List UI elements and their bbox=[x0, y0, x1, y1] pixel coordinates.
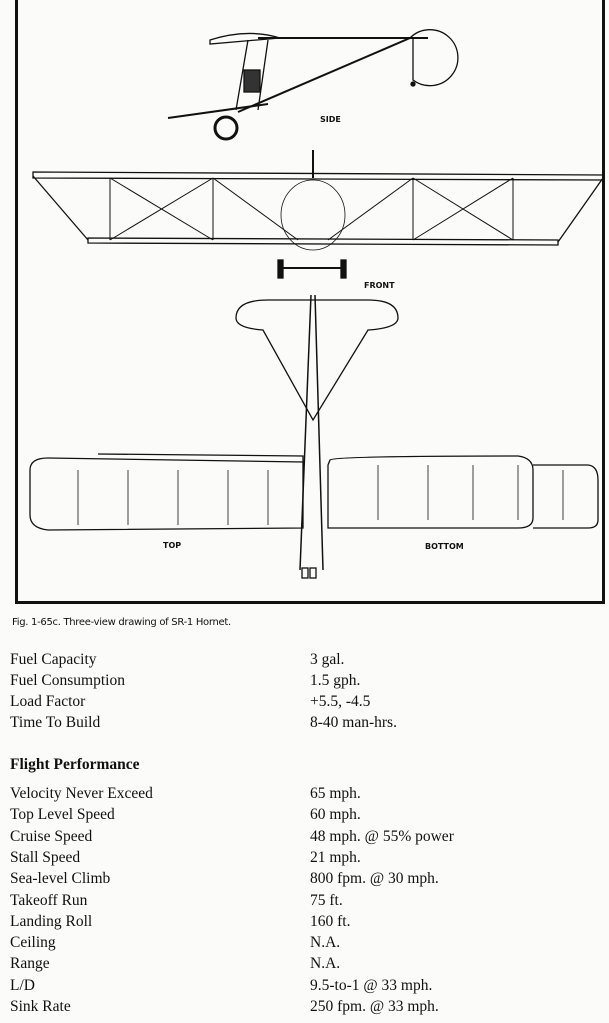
performance-row: Top Level Speed 60 mph. bbox=[10, 806, 361, 824]
spec-label: Time To Build bbox=[10, 714, 101, 731]
spec-value: 8-40 man-hrs. bbox=[310, 714, 397, 731]
performance-label: Ceiling bbox=[10, 934, 56, 952]
spec-label: Fuel Capacity bbox=[10, 651, 97, 668]
spec-value: +5.5, -4.5 bbox=[310, 693, 371, 710]
performance-value: N.A. bbox=[310, 934, 341, 952]
section-heading: Flight Performance bbox=[10, 756, 140, 773]
performance-value: 160 ft. bbox=[310, 912, 351, 930]
figure-frame bbox=[15, 0, 605, 604]
performance-value: 21 mph. bbox=[310, 848, 361, 866]
performance-value: 800 fpm. @ 30 mph. bbox=[310, 870, 439, 888]
performance-label: L/D bbox=[10, 976, 35, 994]
performance-label: Stall Speed bbox=[10, 848, 81, 866]
spec-label: Load Factor bbox=[10, 693, 86, 710]
spec-row: Time To Build 8-40 man-hrs. bbox=[10, 714, 397, 732]
performance-row: Sink Rate 250 fpm. @ 33 mph. bbox=[10, 998, 439, 1016]
top-bottom-view: TOP BOTTOM bbox=[29, 294, 599, 579]
spec-row: Fuel Consumption 1.5 gph. bbox=[10, 672, 360, 690]
performance-value: 65 mph. bbox=[310, 785, 361, 802]
performance-value: 48 mph. @ 55% power bbox=[310, 827, 454, 845]
performance-row: Sea-level Climb 800 fpm. @ 30 mph. bbox=[10, 870, 439, 888]
performance-value: 9.5-to-1 @ 33 mph. bbox=[310, 976, 433, 994]
spec-row: Fuel Capacity 3 gal. bbox=[10, 651, 344, 669]
front-label: FRONT bbox=[364, 281, 395, 290]
figure-caption: Fig. 1-65c. Three-view drawing of SR-1 H… bbox=[12, 617, 231, 628]
performance-row: Takeoff Run 75 ft. bbox=[10, 891, 343, 910]
performance-row: Landing Roll 160 ft. bbox=[10, 912, 350, 931]
spec-row: Load Factor +5.5, -4.5 bbox=[10, 693, 370, 711]
performance-row: Velocity Never Exceed 65 mph. bbox=[10, 785, 361, 803]
performance-row: Ceiling N.A. bbox=[10, 934, 340, 952]
bottom-label: BOTTOM bbox=[425, 542, 464, 551]
front-view: FRONT bbox=[32, 150, 604, 290]
performance-value: N.A. bbox=[310, 955, 341, 973]
performance-value: 60 mph. bbox=[310, 806, 361, 824]
performance-row: Cruise Speed 48 mph. @ 55% power bbox=[10, 827, 454, 846]
performance-label: Top Level Speed bbox=[10, 806, 115, 824]
spec-value: 1.5 gph. bbox=[310, 672, 361, 689]
performance-row: L/D 9.5-to-1 @ 33 mph. bbox=[10, 976, 432, 995]
performance-label: Cruise Speed bbox=[10, 827, 93, 845]
performance-row: Range N.A. bbox=[10, 955, 340, 973]
performance-value: 250 fpm. @ 33 mph. bbox=[310, 998, 439, 1015]
spec-label: Fuel Consumption bbox=[10, 672, 125, 689]
performance-label: Range bbox=[10, 955, 50, 973]
performance-label: Velocity Never Exceed bbox=[10, 785, 153, 802]
side-view: SIDE bbox=[167, 29, 459, 141]
performance-label: Landing Roll bbox=[10, 912, 93, 930]
top-label: TOP bbox=[163, 541, 181, 550]
performance-label: Sea-level Climb bbox=[10, 870, 111, 888]
performance-label: Takeoff Run bbox=[10, 891, 88, 909]
three-view-drawing: SIDE FRONT bbox=[29, 29, 604, 579]
performance-row: Stall Speed 21 mph. bbox=[10, 848, 361, 867]
spec-value: 3 gal. bbox=[310, 651, 345, 668]
performance-value: 75 ft. bbox=[310, 891, 343, 909]
side-label: SIDE bbox=[320, 115, 341, 124]
performance-label: Sink Rate bbox=[10, 998, 71, 1015]
